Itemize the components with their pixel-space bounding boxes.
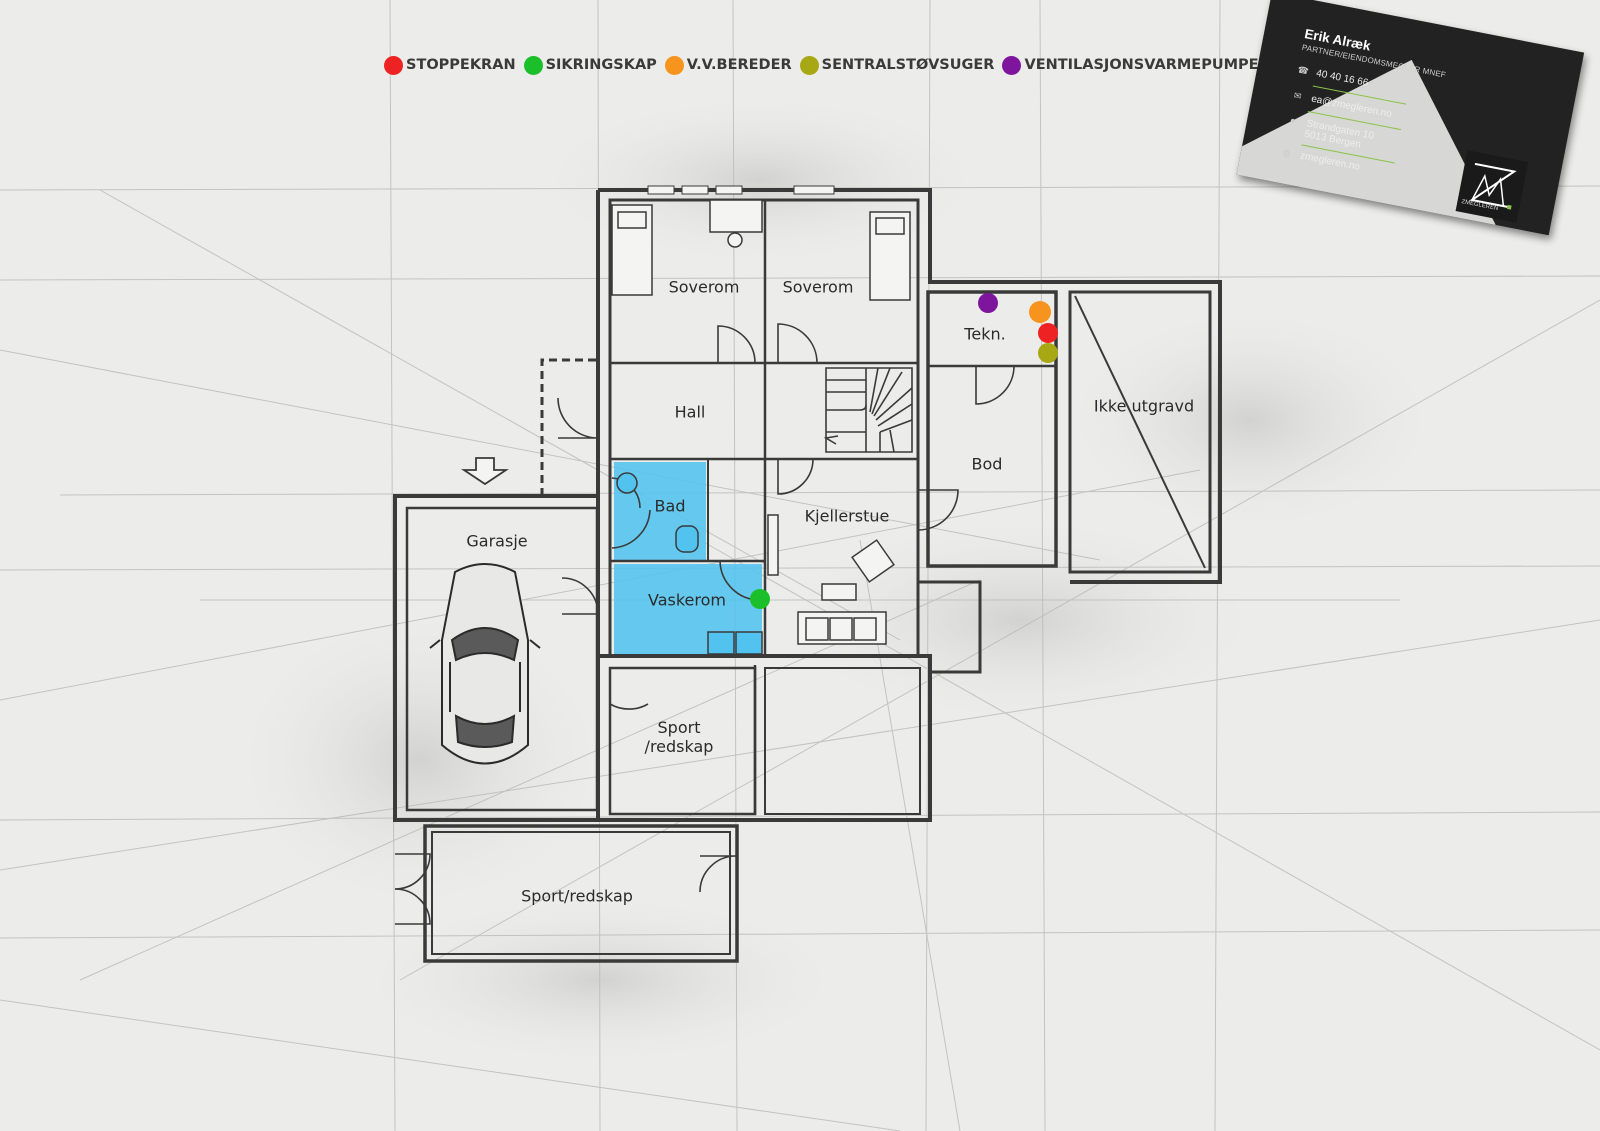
room-label-hall: Hall	[674, 402, 706, 422]
windows	[647, 185, 835, 195]
toilet	[675, 525, 699, 553]
legend: STOPPEKRAN SIKRINGSKAP V.V.BEREDER SENTR…	[384, 53, 1259, 77]
zm-logo-icon	[1469, 162, 1517, 210]
room-label-vaskerom: Vaskerom	[648, 590, 726, 610]
ventilasjonsvarmepumpe-marker	[978, 293, 998, 313]
wardrobe-strip	[767, 514, 779, 576]
legend-label: V.V.BEREDER	[686, 57, 792, 73]
washer	[707, 631, 735, 655]
walls	[393, 188, 1222, 963]
armchair	[851, 539, 895, 583]
staircase	[823, 367, 913, 453]
background-shading	[220, 90, 1450, 1070]
room-label-kjellerstue: Kjellerstue	[804, 506, 890, 526]
room-label-ikke-utgravd: Ikke utgravd	[1093, 396, 1195, 416]
desk	[709, 199, 763, 233]
room-label-soverom-2: Soverom	[782, 277, 854, 297]
legend-item-vv-bereder: V.V.BEREDER	[664, 55, 792, 75]
legend-label: SENTRALSTØVSUGER	[821, 57, 995, 73]
room-label-garasje: Garasje	[466, 531, 528, 551]
room-label-bad: Bad	[654, 496, 686, 516]
map-pin-icon: ●	[1289, 114, 1297, 126]
legend-item-sentralstovsuger: SENTRALSTØVSUGER	[799, 55, 995, 75]
sentralstovsuger-marker	[1038, 343, 1058, 363]
room-label-sport-redskap-1: Sport /redskap	[645, 718, 714, 756]
legend-item-stoppekran: STOPPEKRAN	[384, 55, 516, 75]
legend-label: STOPPEKRAN	[406, 57, 516, 73]
sink-vaskerom	[735, 631, 763, 655]
room-label-soverom-1: Soverom	[668, 277, 740, 297]
phone-number: 40 40 16 66	[1315, 68, 1370, 89]
coffee-table	[821, 583, 857, 601]
purple-dot-icon	[1002, 55, 1022, 75]
vv-bereder-marker	[1029, 301, 1051, 323]
room-label-sport-redskap-2: Sport/redskap	[521, 886, 633, 906]
sikringskap-marker	[750, 589, 770, 609]
green-dot-icon	[523, 55, 543, 75]
stoppekran-marker	[1038, 323, 1058, 343]
room-label-line: /redskap	[644, 737, 714, 756]
globe-icon: ◍	[1281, 147, 1292, 159]
car-illustration	[429, 563, 541, 765]
legend-label: VENTILASJONSVARMEPUMPE	[1024, 57, 1259, 73]
legend-label: SIKRINGSKAP	[545, 57, 657, 73]
phone-icon: ☎	[1296, 64, 1310, 77]
unexcavated-diagonal	[1074, 295, 1206, 569]
legend-item-ventilasjonsvarmepumpe: VENTILASJONSVARMEPUMPE	[1002, 55, 1259, 75]
room-label-tekn: Tekn.	[964, 324, 1006, 344]
equipment-markers	[750, 293, 1058, 609]
legend-item-sikringskap: SIKRINGSKAP	[523, 55, 657, 75]
business-card: Erik Alræk PARTNER/EIENDOMSMEGLER MNEF ☎…	[1236, 0, 1585, 236]
envelope-icon: ✉	[1292, 90, 1303, 102]
olive-dot-icon	[799, 55, 819, 75]
room-label-bod: Bod	[971, 454, 1003, 474]
phone-row: ☎ 40 40 16 66	[1296, 64, 1370, 89]
orange-dot-icon	[664, 55, 684, 75]
furniture	[611, 199, 911, 655]
room-label-line: Sport	[657, 718, 701, 737]
entrance-arrow-icon	[461, 457, 509, 486]
red-dot-icon	[384, 55, 403, 75]
zmegleren-logo	[1455, 150, 1529, 223]
